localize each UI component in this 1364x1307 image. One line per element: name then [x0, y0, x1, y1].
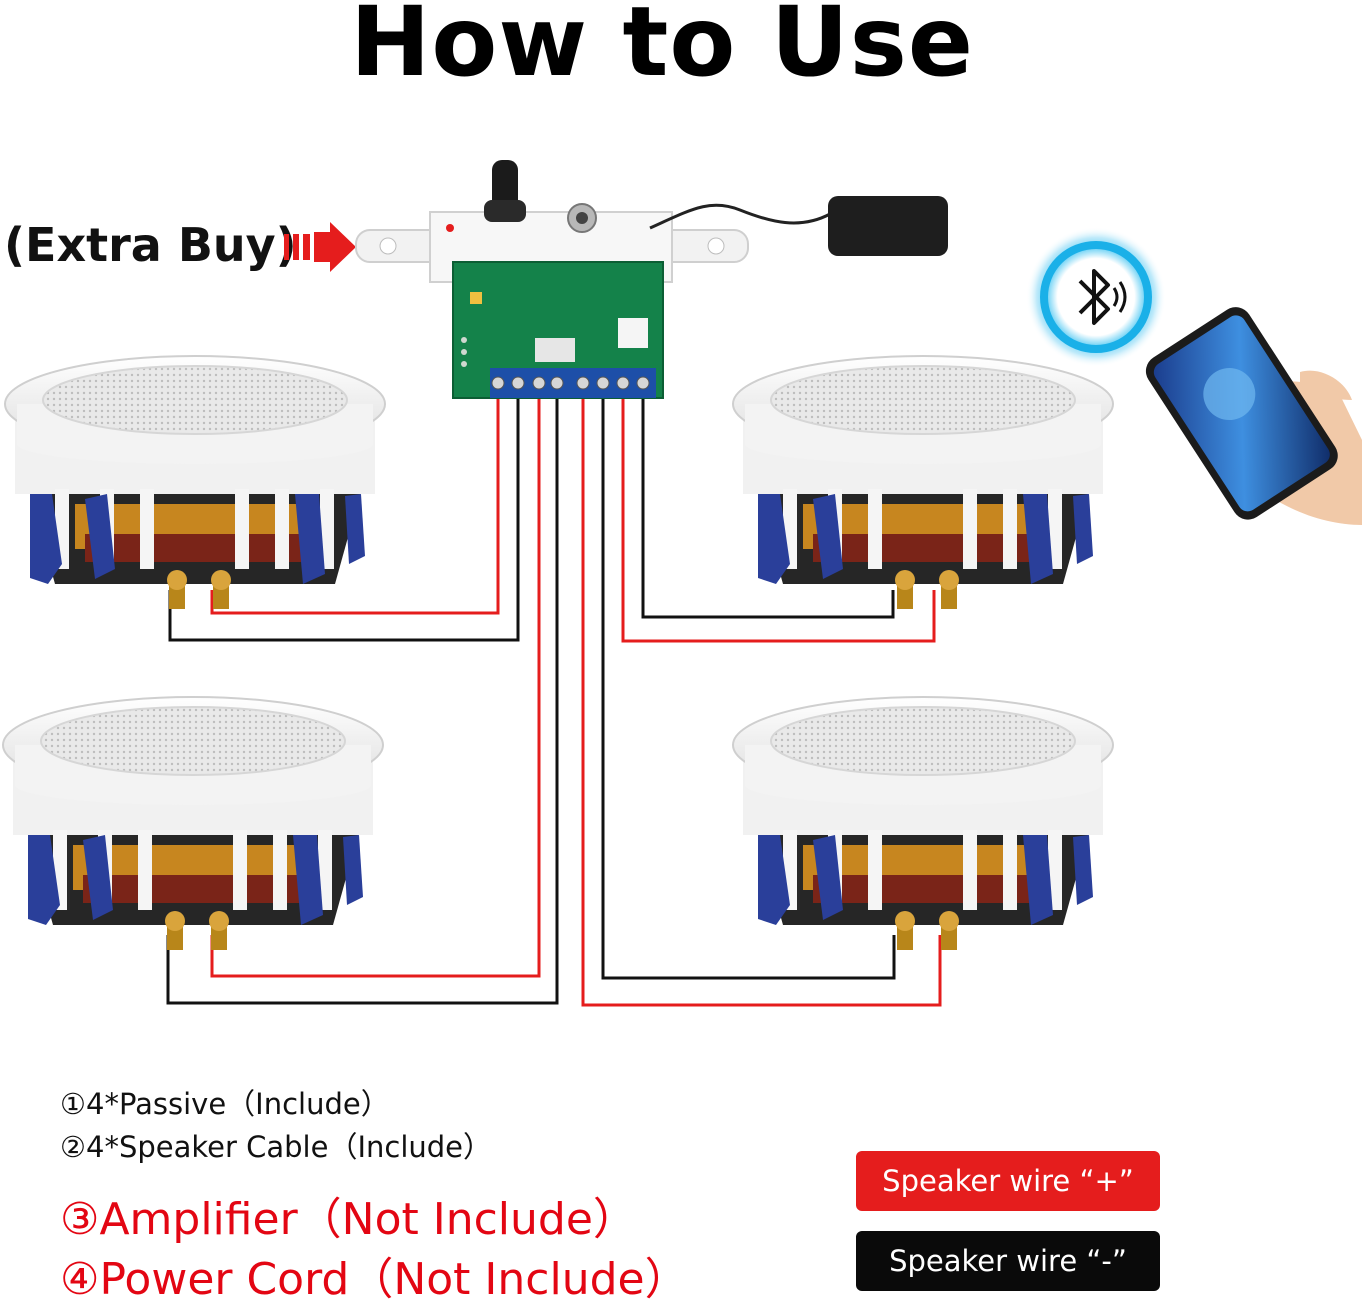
legend-item-amplifier: ③Amplifier（Not Include）	[60, 1194, 637, 1245]
wire-bottom-left-positive	[210, 384, 541, 978]
speaker-wire-negative-key: Speaker wire “-”	[856, 1231, 1160, 1291]
speaker-wire-positive-key: Speaker wire “+”	[856, 1151, 1160, 1211]
bluetooth-icon	[1026, 227, 1166, 367]
smartphone	[1145, 307, 1362, 525]
arrow-right-icon	[284, 222, 356, 272]
page-title: How to Use	[350, 0, 974, 98]
wire-top-left-positive	[210, 384, 500, 615]
speaker-wires	[166, 384, 942, 1007]
speaker-bottom-right	[732, 696, 1114, 951]
wire-bottom-right-negative	[601, 384, 896, 980]
wire-bottom-right-positive	[581, 384, 942, 1007]
legend-item-passive-speakers: ①4*Passive（Include）	[60, 1087, 390, 1121]
speaker-top-left	[4, 355, 386, 610]
amplifier-module	[355, 160, 948, 399]
wire-bottom-left-negative	[166, 384, 559, 1005]
wire-top-left-negative	[168, 384, 520, 642]
legend-item-power-cord: ④Power Cord（Not Include）	[60, 1254, 689, 1305]
speaker-top-right	[732, 355, 1114, 610]
wire-top-right-negative	[641, 384, 895, 619]
speaker-bottom-left	[2, 696, 384, 951]
legend-item-speaker-cable: ②4*Speaker Cable（Include）	[60, 1130, 493, 1164]
extra-buy-label: (Extra Buy)	[4, 218, 297, 272]
wire-top-right-positive	[621, 384, 936, 643]
